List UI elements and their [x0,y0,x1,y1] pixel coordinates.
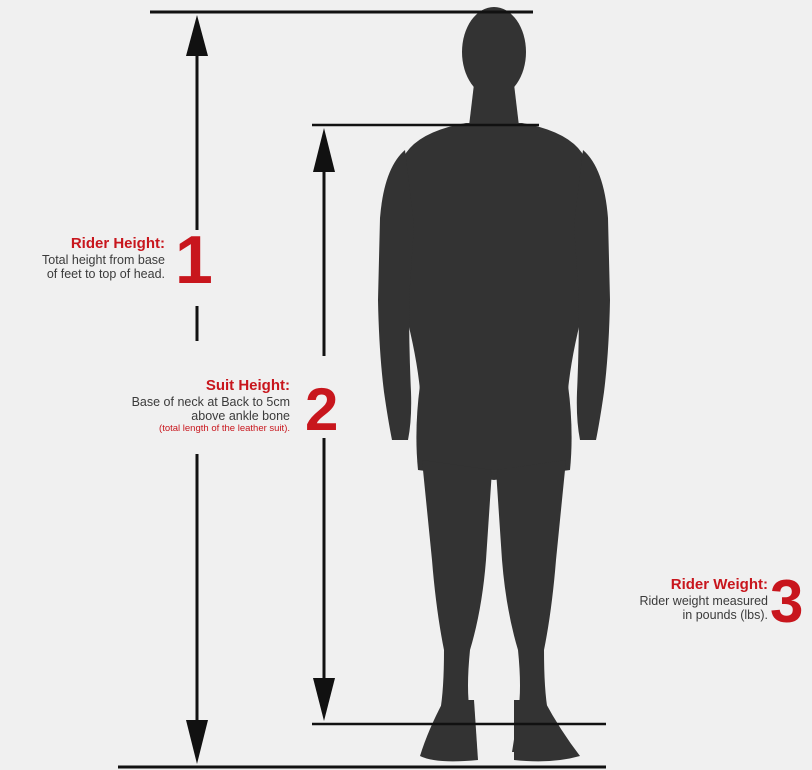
rider-height-label: Rider Height: Total height from base of … [42,236,165,281]
suit-height-number: 2 [305,380,338,440]
rider-weight-title: Rider Weight: [639,577,768,594]
rider-height-title: Rider Height: [42,236,165,253]
human-silhouette-icon [378,7,610,761]
rider-weight-label: Rider Weight: Rider weight measured in p… [639,577,768,622]
rider-height-desc-line-1: Total height from base [42,253,165,267]
rider-weight-number: 3 [770,572,803,632]
suit-height-title: Suit Height: [132,378,290,395]
suit-height-desc-line-2: above ankle bone [132,409,290,423]
rider-weight-desc-line-1: Rider weight measured [639,594,768,608]
rider-height-number: 1 [175,226,213,294]
suit-height-desc-line-1: Base of neck at Back to 5cm [132,395,290,409]
suit-height-label: Suit Height: Base of neck at Back to 5cm… [132,378,290,434]
suit-height-note: (total length of the leather suit). [132,424,290,435]
rider-weight-desc-line-2: in pounds (lbs). [639,608,768,622]
rider-height-desc-line-2: of feet to top of head. [42,267,165,281]
